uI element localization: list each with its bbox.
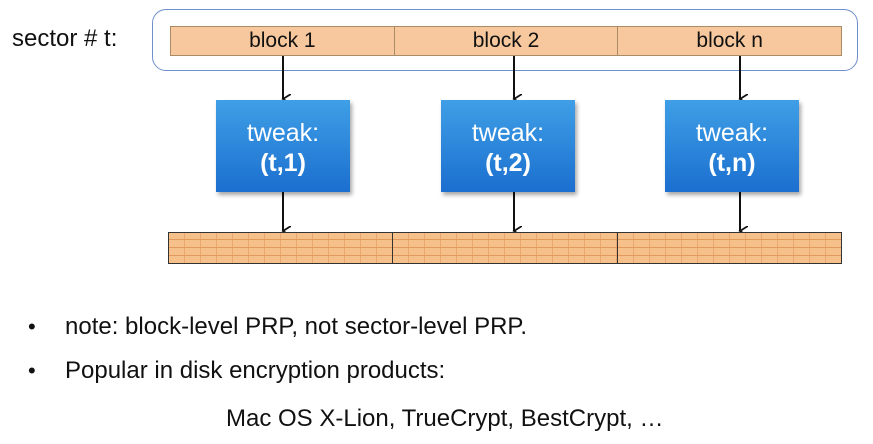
block-2: block 2 bbox=[394, 27, 619, 55]
block-1: block 1 bbox=[171, 27, 395, 55]
bullet-dot: • bbox=[28, 358, 36, 383]
tweak-box-n: tweak: (t,n) bbox=[665, 100, 799, 192]
block-n: block n bbox=[618, 27, 842, 55]
plaintext-block-row: block 1 block 2 block n bbox=[170, 26, 842, 56]
products-line: Mac OS X-Lion, TrueCrypt, BestCrypt, … bbox=[226, 405, 664, 432]
ciphertext-block-n bbox=[617, 233, 841, 263]
bullet-dot: • bbox=[28, 314, 36, 339]
bullet-text: Popular in disk encryption products: bbox=[65, 357, 446, 384]
tweak-1-value: (t,1) bbox=[260, 149, 306, 177]
tweak-box-1: tweak: (t,1) bbox=[216, 100, 350, 192]
tweak-2-label: tweak: bbox=[471, 119, 545, 147]
bullet-item: • note: block-level PRP, not sector-leve… bbox=[28, 312, 527, 342]
ciphertext-block-row bbox=[168, 232, 842, 264]
bullet-list: • note: block-level PRP, not sector-leve… bbox=[28, 312, 527, 400]
tweak-box-2: tweak: (t,2) bbox=[441, 100, 575, 192]
sector-frame bbox=[152, 9, 858, 71]
ciphertext-block-2 bbox=[393, 233, 618, 263]
sector-label: sector # t: bbox=[12, 25, 118, 52]
tweak-2-value: (t,2) bbox=[485, 149, 531, 177]
bullet-item: • Popular in disk encryption products: bbox=[28, 356, 527, 386]
tweak-n-label: tweak: bbox=[695, 119, 769, 147]
bullet-text: note: block-level PRP, not sector-level … bbox=[65, 313, 528, 340]
tweak-n-value: (t,n) bbox=[708, 149, 756, 177]
ciphertext-block-1 bbox=[169, 233, 394, 263]
tweak-1-label: tweak: bbox=[246, 119, 320, 147]
